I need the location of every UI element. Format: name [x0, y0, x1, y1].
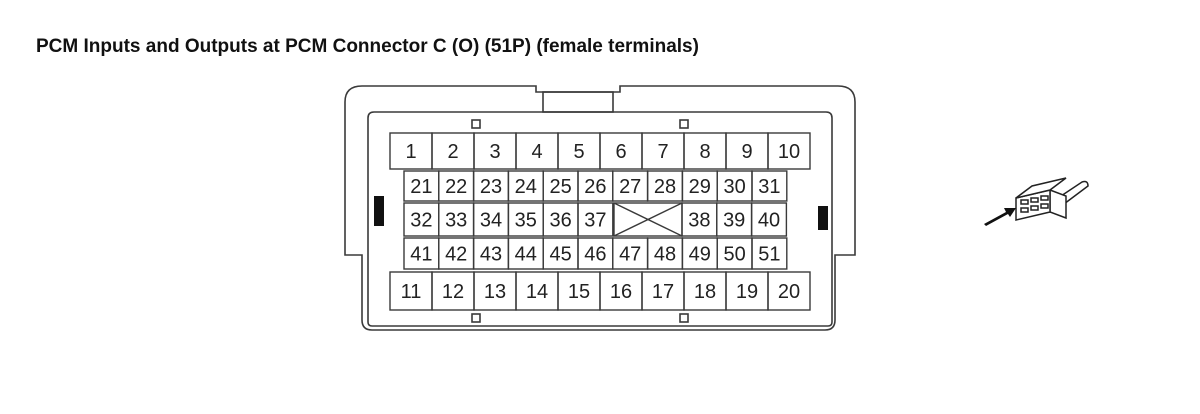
- pin-label: 36: [549, 210, 571, 232]
- pin-label: 24: [515, 176, 537, 198]
- pin-label: 31: [758, 176, 780, 198]
- pin-label: 17: [652, 281, 674, 303]
- pin-label: 14: [526, 281, 548, 303]
- pin-label: 45: [549, 244, 571, 266]
- pin-label: 2: [447, 141, 458, 163]
- pin-label: 4: [531, 141, 542, 163]
- pin-label: 7: [657, 141, 668, 163]
- pin-label: 40: [758, 210, 780, 232]
- left-latch: [374, 196, 384, 226]
- pin-label: 47: [619, 244, 641, 266]
- pin-label: 51: [758, 244, 780, 266]
- pin-label: 22: [445, 176, 467, 198]
- pin-label: 28: [654, 176, 676, 198]
- pin-label: 29: [689, 176, 711, 198]
- pin-label: 25: [549, 176, 571, 198]
- pin-label: 23: [480, 176, 502, 198]
- pin-label: 37: [584, 210, 606, 232]
- blank-cavity: [613, 202, 683, 237]
- pin-label: 30: [723, 176, 745, 198]
- pin-cell: [750, 202, 788, 237]
- pin-label: 8: [699, 141, 710, 163]
- arrow-icon: [984, 208, 1016, 226]
- pin-cell: [751, 170, 788, 202]
- pin-label: 48: [654, 244, 676, 266]
- pin-label: 16: [610, 281, 632, 303]
- pin-label: 5: [573, 141, 584, 163]
- pin-label: 12: [442, 281, 464, 303]
- pin-label: 46: [584, 244, 606, 266]
- pin-label: 35: [515, 210, 537, 232]
- pin-label: 9: [741, 141, 752, 163]
- pin-label: 39: [723, 210, 745, 232]
- pin-label: 44: [515, 244, 537, 266]
- pin-label: 13: [484, 281, 506, 303]
- pin-label: 3: [489, 141, 500, 163]
- diagram-title: PCM Inputs and Outputs at PCM Connector …: [36, 36, 699, 57]
- pin-label: 26: [584, 176, 606, 198]
- pin-label: 27: [619, 176, 641, 198]
- pin-label: 33: [445, 210, 467, 232]
- pin-label: 38: [688, 210, 710, 232]
- pin-label: 41: [410, 244, 432, 266]
- pin-label: 15: [568, 281, 590, 303]
- pin-label: 18: [694, 281, 716, 303]
- female-connector-icon: [1015, 177, 1089, 221]
- pin-label: 6: [615, 141, 626, 163]
- pin-label: 11: [401, 281, 422, 303]
- pin-label: 32: [410, 210, 432, 232]
- pin-label: 19: [736, 281, 758, 303]
- pin-label: 20: [778, 281, 800, 303]
- pin-label: 42: [445, 244, 467, 266]
- pin-label: 49: [689, 244, 711, 266]
- pin-label: 50: [723, 244, 745, 266]
- connector-housing: [344, 85, 856, 331]
- pin-cell: [577, 202, 614, 237]
- pin-label: 1: [405, 141, 416, 163]
- pin-label: 34: [480, 210, 502, 232]
- pin-label: 43: [480, 244, 502, 266]
- pin-label: 10: [778, 141, 800, 163]
- pin-cell: [751, 237, 788, 270]
- right-latch: [818, 206, 828, 230]
- pin-cell: [767, 132, 811, 170]
- pin-cell: [767, 271, 811, 311]
- pin-label: 21: [410, 176, 432, 198]
